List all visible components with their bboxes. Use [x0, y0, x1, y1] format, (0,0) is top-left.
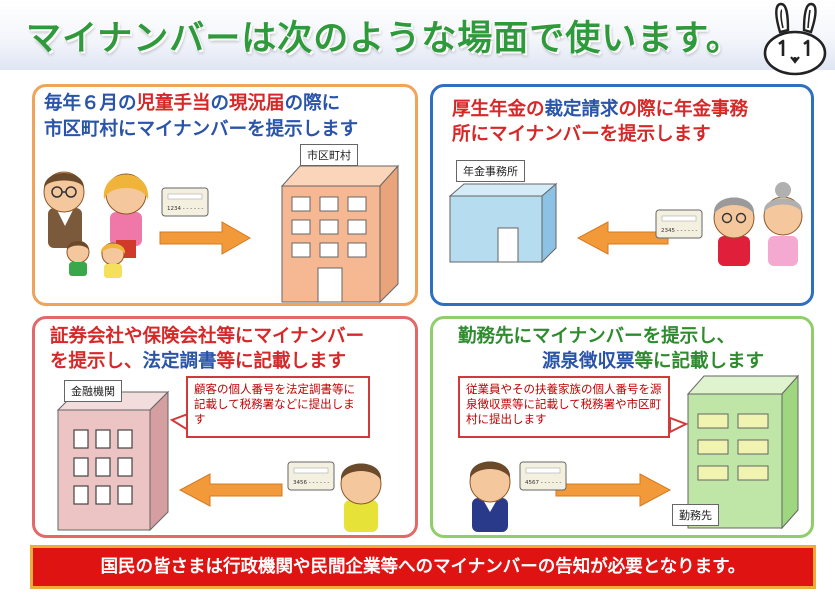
panel1-text-a: 毎年６月の — [44, 93, 137, 114]
man-customer-icon — [340, 463, 382, 532]
panel1-card-number: 1234 - - - - - - — [167, 206, 203, 212]
footer-banner: 国民の皆さまは行政機関や民間企業等へのマイナンバーの告知が必要となります。 — [30, 545, 816, 589]
tag-workplace: 勤務先 — [672, 504, 719, 526]
mynumber-card-icon-2: 2345 - - - - - - — [655, 209, 703, 239]
mynumber-card-icon-3: 3456 - - - - - - — [287, 461, 335, 491]
panel4-keyword-withholding-slip: 源泉徴収票 — [542, 351, 635, 372]
panel2-line2: 所にマイナンバーを提示します — [452, 124, 711, 145]
financial-building-icon — [56, 390, 170, 532]
panel4-line2: 源泉徴収票等に記載します — [542, 350, 764, 374]
panel3-card-number: 3456 - - - - - - — [293, 480, 329, 486]
panel3-text-a: を提示し、 — [50, 351, 143, 372]
panel3-keyword-legal-record: 法定調書 — [142, 351, 217, 372]
tag-financial-institution: 金融機関 — [64, 380, 122, 402]
panel4-card-number: 4567 - - - - - - — [525, 480, 561, 486]
page-title: マイナンバーは次のような場面で使います。 — [26, 19, 742, 59]
arrow-left-icon — [576, 221, 669, 255]
pension-office-building-icon — [448, 182, 558, 264]
family-icon — [43, 171, 149, 278]
panel3-callout: 顧客の個人番号を法定調書等に記載して税務署などに提出します — [186, 376, 370, 438]
panel2-card-number: 2345 - - - - - - — [661, 228, 697, 234]
municipal-building-icon — [280, 164, 400, 304]
panel2-keyword-pension-claim: 裁定請求 — [544, 99, 619, 120]
panel4-text-b: 等に記載します — [634, 351, 765, 372]
tag-municipality: 市区町村 — [300, 144, 358, 166]
panel1-keyword-child-allowance: 児童手当 — [136, 93, 211, 114]
panel2-text-c: の際に年金事務 — [618, 99, 749, 120]
panel3-line1: 証券会社や保険会社等にマイナンバー — [50, 326, 365, 347]
panel1-text-c: の — [210, 93, 230, 114]
arrow-right-icon — [159, 221, 252, 255]
panel4-line1: 勤務先にマイナンバーを提示し、 — [458, 326, 736, 347]
panel2-text-a: 厚生年金の — [452, 99, 545, 120]
header-banner — [0, 0, 835, 70]
panel4-callout: 従業員やその扶養家族の個人番号を源泉徴収票等に記載して税務署や市区町村に提出しま… — [458, 376, 670, 438]
employee-icon — [469, 461, 511, 532]
mynumber-card-icon: 1234 - - - - - - — [161, 187, 209, 217]
tag-pension-office: 年金事務所 — [456, 160, 525, 182]
panel3-text-c: 等に記載します — [216, 351, 347, 372]
rabbit-mascot-icon — [763, 2, 827, 76]
elderly-couple-icon — [713, 182, 803, 266]
arrow-right-icon-2 — [555, 473, 672, 507]
panel3-line2: を提示し、法定調書等に記載します — [50, 350, 346, 374]
panel2-line1: 厚生年金の裁定請求の際に年金事務 — [452, 98, 748, 122]
arrow-left-icon-2 — [178, 473, 283, 507]
panel1-keyword-status-report: 現況届 — [229, 93, 285, 114]
panel1-text-e: の際に — [284, 93, 341, 114]
panel1-line1: 毎年６月の児童手当の現況届の際に — [44, 92, 340, 116]
footer-text: 国民の皆さまは行政機関や民間企業等へのマイナンバーの告知が必要となります。 — [100, 557, 746, 577]
mynumber-card-icon-4: 4567 - - - - - - — [519, 461, 567, 491]
panel1-line2: 市区町村にマイナンバーを提示します — [44, 119, 359, 140]
